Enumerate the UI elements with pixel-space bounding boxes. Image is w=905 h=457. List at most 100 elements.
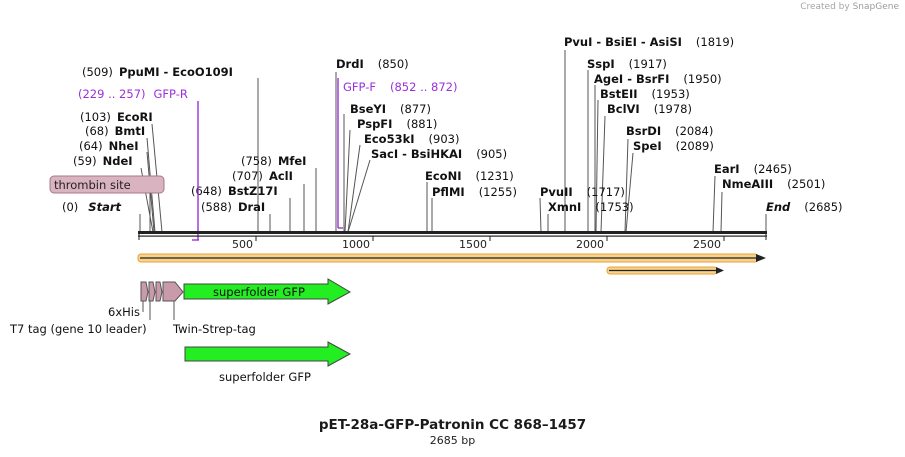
snapgene-credit: Created by SnapGene xyxy=(800,2,899,12)
feature-label-superfolder-gfp: superfolder GFP xyxy=(213,285,305,299)
svg-text:NmeAIII(2501): NmeAIII(2501) xyxy=(722,177,825,191)
svg-text:XmnI(1753): XmnI(1753) xyxy=(548,200,634,214)
thrombin-site: thrombin site xyxy=(49,175,165,232)
enzyme-name: SpeI xyxy=(633,139,662,153)
feature-label-twin-strep: Twin-Strep-tag xyxy=(172,322,256,336)
primer-name: GFP-R xyxy=(154,87,188,101)
enzyme-coord: (2084) xyxy=(675,124,713,138)
enzyme-name: DrdI xyxy=(336,57,364,71)
enzyme-coord: (903) xyxy=(429,132,460,146)
enzyme-coord: (758) xyxy=(241,154,272,168)
enzyme-labels: (509) PpuMI - EcoO109I (103) EcoRI (68) Bmt… xyxy=(62,35,843,214)
leader-bclvi xyxy=(600,115,606,233)
enzyme-name: NdeI xyxy=(103,154,133,168)
svg-text:(0)Start: (0)Start xyxy=(62,200,122,214)
enzyme-name: PpuMI - EcoO109I xyxy=(119,65,233,79)
svg-text:GFP-F(852 .. 872): GFP-F (852 .. 872) xyxy=(343,80,457,94)
svg-text:(229 .. 257)GFP-R: (229 .. 257) GFP-R xyxy=(78,87,188,101)
feature-label-t7-tag: T7 tag (gene 10 leader) xyxy=(9,322,147,336)
primer-coord: (852 .. 872) xyxy=(390,80,458,94)
enzyme-name: MfeI xyxy=(278,154,307,168)
leader-spei xyxy=(625,152,634,233)
svg-text:SspI(1917): SspI(1917) xyxy=(587,57,667,71)
enzyme-name: BseYI xyxy=(350,102,386,116)
svg-text:EcoNI(1231): EcoNI(1231) xyxy=(425,169,514,183)
end-coord: (2685) xyxy=(804,200,842,214)
enzyme-coord: (103) xyxy=(80,110,111,124)
enzyme-name: PflMI xyxy=(432,185,465,199)
leader-eco53ki xyxy=(347,144,361,233)
enzyme-name: BstEII xyxy=(600,87,638,101)
leader-saci xyxy=(347,159,371,233)
enzyme-name: BclVI xyxy=(607,102,640,116)
enzyme-name: XmnI xyxy=(548,200,581,214)
svg-text:DrdI(850): DrdI(850) xyxy=(336,57,409,71)
enzyme-coord: (1819) xyxy=(696,35,734,49)
credit-brand: SnapGene xyxy=(852,2,899,12)
enzyme-coord: (707) xyxy=(232,169,263,183)
enzyme-coord: (588) xyxy=(201,200,232,214)
enzyme-name: PspFI xyxy=(357,117,392,131)
enzyme-name: BsrDI xyxy=(626,124,661,138)
enzyme-name: Eco53kI xyxy=(364,132,415,146)
backbone xyxy=(138,231,767,240)
thrombin-site-label: thrombin site xyxy=(54,178,131,192)
enzyme-leader-lines xyxy=(139,50,767,233)
enzyme-coord: (1978) xyxy=(654,102,692,116)
enzyme-coord: (68) xyxy=(85,124,109,138)
credit-prefix: Created by xyxy=(800,2,850,12)
enzyme-name: EcoRI xyxy=(117,110,153,124)
svg-text:SacI - BsiHKAI(905): SacI - BsiHKAI (905) xyxy=(371,147,507,161)
enzyme-coord: (1917) xyxy=(629,57,667,71)
enzyme-name: EarI xyxy=(714,162,740,176)
enzyme-name: AclI xyxy=(269,169,293,183)
enzyme-name: BmtI xyxy=(115,124,146,138)
svg-text:(588)DraI: (588) DraI xyxy=(201,200,265,214)
enzyme-coord: (905) xyxy=(476,147,507,161)
svg-text:(103)EcoRI: (103) EcoRI xyxy=(80,110,153,124)
enzyme-name: PvuI - BsiEI - AsiSI xyxy=(564,35,682,49)
enzyme-coord: (1717) xyxy=(587,185,625,199)
primer-name: GFP-F xyxy=(343,80,376,94)
leader-bsteii xyxy=(595,99,599,233)
map-title: pET-28a-GFP-Patronin CC 868–1457 xyxy=(318,417,587,433)
enzyme-name: PvuII xyxy=(540,185,573,199)
enzyme-name: AgeI - BsrFI xyxy=(594,72,669,86)
svg-text:BsrDI(2084): BsrDI (2084) xyxy=(626,124,713,138)
tick-label-2500: 2500 xyxy=(693,238,721,251)
enzyme-coord: (509) xyxy=(82,65,113,79)
svg-text:AgeI - BsrFI(1950): AgeI - BsrFI(1950) xyxy=(594,72,722,86)
feature-labels: 6xHis T7 tag (gene 10 leader) Twin-Strep… xyxy=(9,305,256,336)
enzyme-name: DraI xyxy=(238,200,265,214)
enzyme-coord: (877) xyxy=(400,102,431,116)
orf-full-length xyxy=(137,253,766,263)
enzyme-coord: (2089) xyxy=(676,139,714,153)
enzyme-coord: (64) xyxy=(79,139,103,153)
6xhis-feature xyxy=(148,281,156,302)
leader-eari xyxy=(712,175,716,233)
end-label: End xyxy=(766,200,791,214)
svg-text:PspFI(881): PspFI (881) xyxy=(357,117,437,131)
tick-label-1000: 1000 xyxy=(342,238,370,251)
svg-text:(64)NheI: (64)NheI xyxy=(79,139,139,153)
enzyme-name: SacI - BsiHKAI xyxy=(371,147,462,161)
leader-nmeaiii xyxy=(720,191,723,233)
svg-text:PflMI(1255): PflMI(1255) xyxy=(432,185,517,199)
feature-label-superfolder-gfp-2: superfolder GFP xyxy=(219,370,311,384)
svg-text:BstEII(1953): BstEII(1953) xyxy=(600,87,690,101)
scale-ticks xyxy=(255,236,725,241)
feature-leaders xyxy=(142,301,175,320)
t7-tag-feature xyxy=(140,281,149,302)
leader-pspfi xyxy=(344,129,351,233)
enzyme-coord: (648) xyxy=(191,184,222,198)
superfolder-gfp-feature-2: superfolder GFP xyxy=(184,341,352,384)
tick-label-2000: 2000 xyxy=(576,238,604,251)
svg-text:(707)AclI: (707) AclI xyxy=(232,169,293,183)
tick-label-500: 500 xyxy=(232,238,253,251)
svg-text:(59)NdeI: (59)NdeI xyxy=(73,154,133,168)
enzyme-name: NmeAIII xyxy=(722,177,773,191)
tick-label-1500: 1500 xyxy=(459,238,487,251)
svg-text:EarI(2465): EarI(2465) xyxy=(714,162,792,176)
enzyme-coord: (881) xyxy=(406,117,437,131)
primer-coord: (229 .. 257) xyxy=(78,87,146,101)
